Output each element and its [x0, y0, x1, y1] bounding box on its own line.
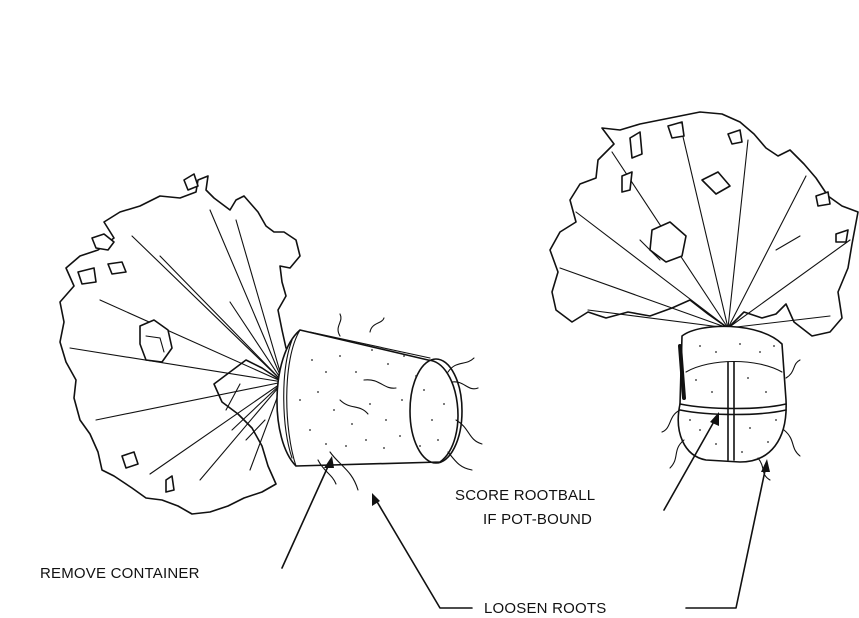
right-rootball [678, 326, 786, 462]
score-rootball-label-line2: IF POT-BOUND [483, 511, 592, 528]
left-root [448, 452, 472, 470]
left-root [370, 318, 384, 332]
loosen-roots-leader-right [686, 466, 766, 608]
loosen-roots-leader-left [376, 500, 472, 608]
left-leaf-spot [108, 262, 126, 274]
left-leaf-spot [184, 174, 198, 190]
remove-container-leader [282, 462, 330, 568]
left-rootball [277, 330, 458, 466]
left-leaf-spot [92, 234, 114, 250]
right-leaf-spot [622, 172, 632, 192]
right-root [786, 360, 800, 378]
right-root [784, 430, 800, 456]
right-root [670, 440, 684, 468]
left-leaf-vein [226, 384, 240, 410]
score-rootball-label-line1: SCORE ROOTBALL [455, 487, 595, 504]
left-plant-leaves [60, 176, 300, 514]
left-leaf-vein [232, 382, 283, 430]
left-root [452, 382, 478, 389]
left-leaf-spot [122, 452, 138, 468]
right-root [662, 410, 680, 432]
left-root [338, 314, 341, 336]
remove-container-label: REMOVE CONTAINER [40, 565, 200, 582]
loosen-roots-label: LOOSEN ROOTS [484, 600, 606, 617]
left-leaf-spot [166, 476, 174, 492]
left-plant [60, 174, 482, 514]
right-plant [550, 112, 858, 480]
